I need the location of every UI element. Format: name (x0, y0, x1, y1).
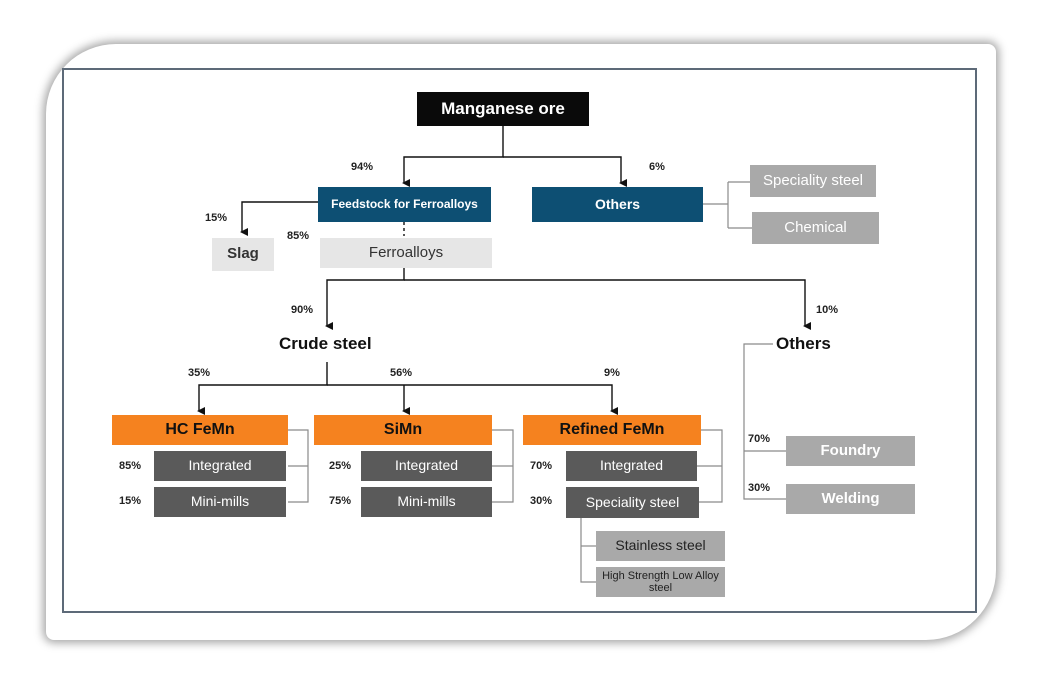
diagram-frame (62, 68, 977, 613)
node-chemical: Chemical (752, 212, 879, 244)
node-hsla: High Strength Low Alloy steel (596, 567, 725, 597)
node-simn-minimills: Mini-mills (361, 487, 492, 517)
node-foundry: Foundry (786, 436, 915, 466)
node-slag: Slag (212, 238, 274, 271)
node-hc-integrated: Integrated (154, 451, 286, 481)
node-simn: SiMn (314, 415, 492, 445)
node-ref-integrated: Integrated (566, 451, 697, 481)
pct-simn-minimills: 75% (329, 495, 352, 507)
pct-simn-integrated: 25% (329, 460, 352, 472)
pct-foundry: 70% (748, 433, 771, 445)
node-refined-femn: Refined FeMn (523, 415, 701, 445)
pct-ferroalloys: 85% (287, 230, 310, 242)
node-crude-steel: Crude steel (279, 334, 372, 353)
pct-ref-integrated: 70% (530, 460, 553, 472)
pct-slag: 15% (205, 212, 228, 224)
node-welding: Welding (786, 484, 915, 514)
node-others-top: Others (532, 187, 703, 222)
node-ferroalloys: Ferroalloys (320, 238, 492, 268)
pct-hc-integrated: 85% (119, 460, 142, 472)
node-others-mid: Others (776, 334, 831, 353)
node-manganese-ore: Manganese ore (417, 92, 589, 126)
pct-others-top: 6% (649, 161, 665, 173)
node-stainless: Stainless steel (596, 531, 725, 561)
pct-refined-femn: 9% (604, 367, 620, 379)
node-simn-integrated: Integrated (361, 451, 492, 481)
pct-crude-steel: 90% (291, 304, 314, 316)
node-hc-minimills: Mini-mills (154, 487, 286, 517)
pct-feedstock: 94% (351, 161, 374, 173)
pct-hc-minimills: 15% (119, 495, 142, 507)
pct-welding: 30% (748, 482, 771, 494)
node-feedstock: Feedstock for Ferroalloys (318, 187, 491, 222)
pct-simn: 56% (390, 367, 413, 379)
node-hc-femn: HC FeMn (112, 415, 288, 445)
node-ref-speciality: Speciality steel (566, 487, 699, 518)
pct-others-mid: 10% (816, 304, 839, 316)
node-speciality-top: Speciality steel (750, 165, 876, 197)
pct-hc-femn: 35% (188, 367, 211, 379)
pct-ref-speciality: 30% (530, 495, 553, 507)
